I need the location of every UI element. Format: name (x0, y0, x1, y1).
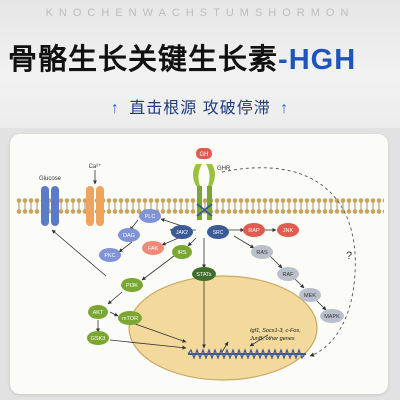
jak2-label: JAK2 (176, 230, 188, 236)
fak-node (142, 241, 164, 255)
src-label: SRC (213, 230, 224, 236)
title-dash: - (278, 44, 289, 76)
ghr-label: GHR (217, 166, 231, 172)
gsk3-node (87, 331, 109, 345)
header-banner (0, 0, 400, 128)
mek-label: MEK (304, 293, 316, 299)
dag-label: DAG (123, 233, 135, 239)
subtitle: ↑ 直击根源 攻破停滞 ↑ (0, 94, 400, 118)
arrow-up-icon: ↑ (280, 100, 290, 117)
akt-node (88, 305, 108, 319)
raf-label: RAF (283, 272, 295, 278)
calcium-label: Ca²⁺ (89, 163, 102, 170)
pkc-label: PKC (104, 253, 115, 259)
arrow-up-icon: ↑ (110, 100, 120, 117)
mek-node (299, 288, 321, 302)
stats-node (192, 267, 216, 281)
ras-node (251, 245, 273, 259)
irs-label: IRS (177, 250, 187, 256)
header-watermark-text: KNOCHENWACHSTUMSHORMON (45, 7, 355, 19)
subtitle-text: 直击根源 攻破停滞 (129, 100, 271, 117)
mapk-node (320, 309, 344, 323)
title-main: 骨骼生长关键生长素 (8, 44, 279, 76)
gh-label: GH (200, 152, 209, 158)
raf-node (277, 267, 299, 281)
mapk-label: MAPK (324, 314, 340, 320)
jak2-node (171, 225, 193, 239)
rap-label: RAP (248, 228, 260, 234)
gh-hormone (196, 148, 212, 159)
pi3k-node (121, 278, 143, 292)
pi3k-label: PI3K (126, 283, 138, 289)
dag-node (118, 228, 140, 242)
stats-label: STATs (196, 272, 212, 278)
glucose-transporter (41, 186, 59, 226)
ghr-receptor (193, 164, 215, 220)
ras-label: RAS (256, 250, 268, 256)
gene-text-line2: JunB, other genes (249, 336, 295, 342)
jnk-label: JNK (283, 228, 294, 234)
gh-signaling-diagram: Glucose Ca²⁺ GH GHR ? (16, 148, 384, 381)
rap-node (243, 223, 265, 237)
gsk3-label: GSK3 (91, 336, 106, 342)
diagram-panel: Glucose Ca²⁺ GH GHR ? (0, 128, 400, 400)
gene-text-line1: Igf1, Socs1-3, c-Fos, (250, 328, 301, 334)
irs-node (172, 245, 192, 259)
akt-label: AKT (93, 310, 104, 316)
glucose-label: Glucose (39, 176, 62, 182)
jnk-node (277, 223, 299, 237)
diagram-card: Glucose Ca²⁺ GH GHR ? (10, 134, 388, 394)
calcium-channel (86, 186, 104, 226)
plc-node (139, 209, 161, 223)
mtor-label: mTOR (122, 316, 138, 322)
title-accent: HGH (288, 44, 357, 76)
feedback-arrow (221, 167, 356, 357)
dna-strand (187, 348, 306, 360)
src-node (207, 225, 229, 239)
fak-label: FAK (148, 246, 159, 252)
mtor-node (118, 311, 142, 325)
pkc-node (99, 248, 121, 262)
page-title: 骨骼生长关键生长素-HGH (0, 36, 400, 78)
question-mark: ? (346, 250, 352, 262)
plc-label: PLC (145, 214, 156, 220)
